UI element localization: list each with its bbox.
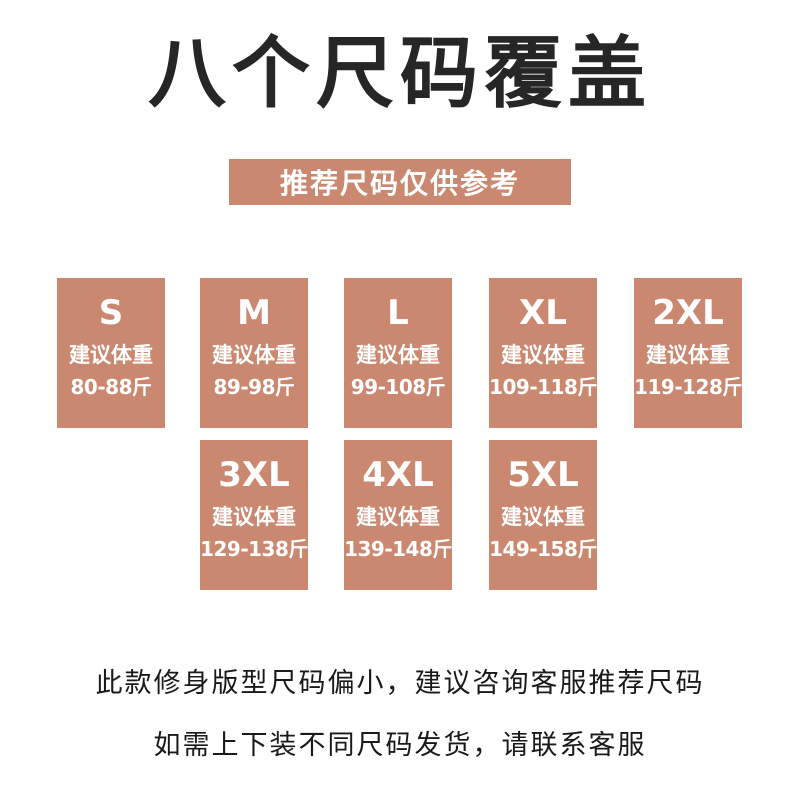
reference-banner: 推荐尺码仅供参考 — [229, 159, 571, 205]
weight-range: 80-88斤 — [70, 375, 152, 399]
size-name: S — [98, 293, 124, 333]
size-card-5xl: 5XL 建议体重 149-158斤 — [489, 440, 597, 590]
weight-range: 129-138斤 — [200, 537, 308, 561]
size-name: 4XL — [362, 455, 434, 495]
weight-label: 建议体重 — [212, 343, 296, 367]
weight-label: 建议体重 — [646, 343, 730, 367]
size-name: 3XL — [218, 455, 290, 495]
weight-label: 建议体重 — [501, 505, 585, 529]
size-name: XL — [519, 293, 567, 333]
size-name: L — [387, 293, 409, 333]
page-title: 八个尺码覆盖 — [147, 29, 652, 119]
weight-range: 149-158斤 — [489, 537, 597, 561]
size-name: 5XL — [507, 455, 579, 495]
weight-label: 建议体重 — [356, 505, 440, 529]
size-name: 2XL — [652, 293, 724, 333]
weight-range: 109-118斤 — [489, 375, 597, 399]
size-card-m: M 建议体重 89-98斤 — [200, 278, 308, 428]
weight-label: 建议体重 — [501, 343, 585, 367]
size-card-xl: XL 建议体重 109-118斤 — [489, 278, 597, 428]
size-card-l: L 建议体重 99-108斤 — [344, 278, 452, 428]
contact-note: 如需上下装不同尺码发货，请联系客服 — [153, 730, 647, 761]
size-card-3xl: 3XL 建议体重 129-138斤 — [200, 440, 308, 590]
weight-label: 建议体重 — [356, 343, 440, 367]
fit-note: 此款修身版型尺码偏小，建议咨询客服推荐尺码 — [95, 668, 705, 699]
weight-label: 建议体重 — [212, 505, 296, 529]
weight-range: 119-128斤 — [634, 375, 742, 399]
size-card-2xl: 2XL 建议体重 119-128斤 — [634, 278, 742, 428]
weight-range: 89-98斤 — [213, 375, 295, 399]
weight-range: 99-108斤 — [350, 375, 446, 399]
weight-label: 建议体重 — [69, 343, 153, 367]
size-card-s: S 建议体重 80-88斤 — [57, 278, 165, 428]
size-name: M — [237, 293, 271, 333]
size-card-4xl: 4XL 建议体重 139-148斤 — [344, 440, 452, 590]
weight-range: 139-148斤 — [344, 537, 452, 561]
